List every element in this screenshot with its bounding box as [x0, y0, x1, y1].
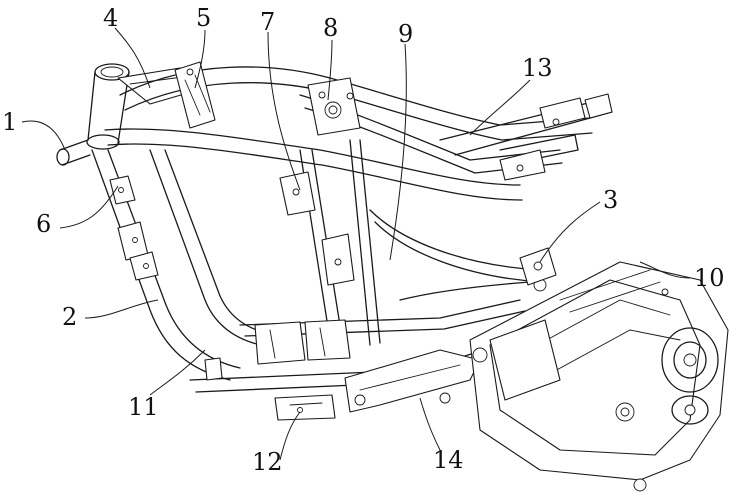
shock-mount-bracket [519, 247, 557, 286]
center-stays [279, 139, 381, 346]
callout-13: 13 [522, 54, 553, 82]
callout-14: 14 [433, 446, 464, 474]
callout-10: 10 [694, 264, 725, 292]
callout-2: 2 [62, 303, 77, 331]
callout-5: 5 [196, 4, 211, 32]
steering-stay [174, 61, 216, 129]
engine-transmission-unit [469, 257, 729, 492]
callout-1: 1 [2, 108, 17, 136]
callout-11: 11 [128, 393, 159, 421]
rear-cross-tubes [369, 209, 543, 301]
callout-8: 8 [323, 14, 338, 42]
engine-mount-link [344, 349, 481, 413]
callout-7: 7 [260, 8, 275, 36]
callout-4: 4 [103, 4, 118, 32]
down-tubes [91, 149, 276, 381]
head-tube [56, 63, 130, 166]
rear-subframe [439, 93, 613, 181]
callout-3: 3 [603, 186, 618, 214]
callout-12: 12 [252, 448, 283, 476]
leader-lines [21, 27, 691, 461]
seat-mount-bracket [307, 77, 361, 136]
callout-6: 6 [36, 210, 51, 238]
lower-bracket [274, 394, 336, 421]
callout-labels: 1 2 3 4 5 6 7 8 9 10 11 12 13 14 [2, 4, 725, 476]
callout-9: 9 [398, 20, 413, 48]
floor-frame [189, 299, 526, 393]
